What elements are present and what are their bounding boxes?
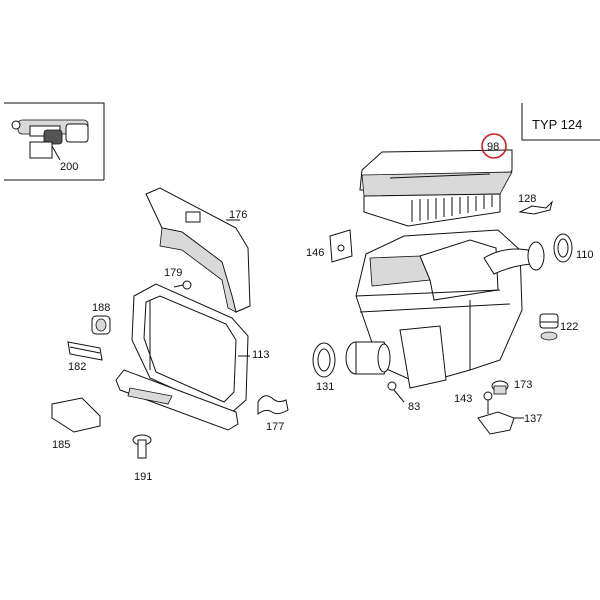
air-filter-housing[interactable]	[355, 229, 523, 389]
part-113-seal-ring[interactable]	[312, 342, 336, 378]
part-191-plug[interactable]	[132, 434, 152, 459]
filter-pleats	[411, 195, 493, 222]
base-tray	[115, 369, 239, 431]
part-98-air-filter[interactable]	[359, 149, 513, 227]
label-83[interactable]: 83	[408, 401, 420, 413]
part-185-bracket[interactable]	[51, 397, 101, 433]
part-179-screw[interactable]	[173, 280, 192, 290]
part-176-cover[interactable]	[145, 187, 251, 313]
part-143-screw[interactable]	[483, 391, 493, 414]
label-173[interactable]: 113	[252, 349, 270, 361]
inset-box-200	[4, 102, 105, 181]
label-177[interactable]: 177	[266, 421, 284, 433]
highlight-ring-98	[481, 133, 507, 159]
label-113[interactable]: 131	[316, 381, 334, 393]
part-128-clip[interactable]	[518, 200, 553, 215]
part-188-grommet[interactable]	[91, 315, 111, 335]
part-83-fastener[interactable]	[387, 381, 405, 403]
label-191[interactable]: 191	[134, 471, 152, 483]
part-137-bracket[interactable]	[477, 411, 524, 435]
corrugated-hose	[345, 341, 391, 375]
label-188[interactable]: 188	[92, 302, 110, 314]
label-110[interactable]: 110	[576, 249, 594, 261]
label-122[interactable]: 122	[560, 321, 578, 333]
label-182[interactable]: 182	[68, 361, 86, 373]
intake-duct	[483, 241, 545, 275]
label-98[interactable]: 98	[487, 141, 499, 153]
type-label: TYP 124	[532, 117, 582, 132]
label-179[interactable]: 179	[164, 267, 182, 279]
part-177-clip[interactable]	[257, 395, 289, 415]
label-128[interactable]: 128	[518, 193, 536, 205]
part-173-seal-frame[interactable]	[131, 283, 249, 415]
part-146-bracket[interactable]	[329, 229, 353, 263]
part-131-grommet[interactable]	[491, 380, 509, 395]
part-200-drawing[interactable]	[11, 119, 89, 161]
type-box: TYP 124	[521, 103, 600, 141]
label-131[interactable]: 173	[514, 379, 532, 391]
label-146[interactable]: 146	[306, 247, 324, 259]
part-122-clamp[interactable]	[539, 313, 559, 341]
part-110-ring[interactable]	[553, 233, 573, 263]
label-176[interactable]: 176	[229, 209, 247, 221]
part-182-strip[interactable]	[67, 341, 103, 361]
label-143[interactable]: 143	[454, 393, 472, 405]
label-200[interactable]: 200	[60, 161, 78, 173]
label-137[interactable]: 137	[524, 413, 542, 425]
label-185[interactable]: 185	[52, 439, 70, 451]
